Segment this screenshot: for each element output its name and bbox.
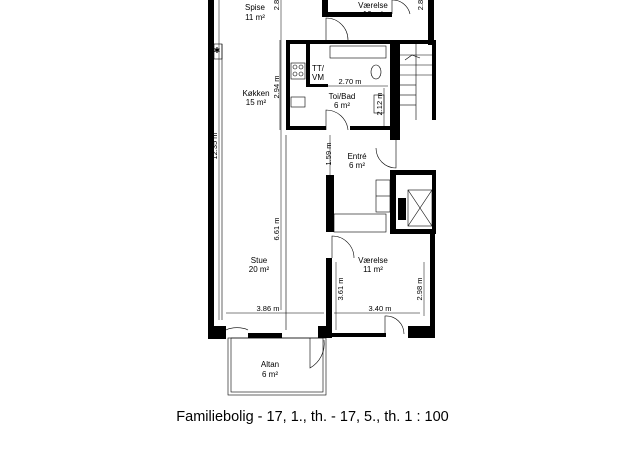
- room-stue-area: 20 m²: [249, 265, 270, 274]
- room-toibad-name: Toi/Bad: [329, 92, 356, 101]
- room-entre-area: 6 m²: [349, 161, 365, 170]
- room-vaerelse-bottom-name: Værelse: [358, 256, 388, 265]
- wall-lower-left: [326, 258, 332, 338]
- staircase: [400, 44, 432, 120]
- wall-corner-block: [208, 326, 226, 339]
- wall-bottom-right: [326, 333, 386, 337]
- plan-caption: Familiebolig - 17, 1., th. - 17, 5., th.…: [176, 409, 449, 425]
- dim-room-left-height: 3.61 m: [336, 278, 345, 301]
- wall-stair-top: [396, 40, 436, 44]
- wall-left-exterior: [208, 0, 214, 338]
- room-stue-name: Stue: [251, 256, 268, 265]
- dim-entre-height: 1.59 m: [324, 143, 333, 166]
- room-vaerelse-top-area: 10 m²: [363, 10, 384, 19]
- wall-bath-top: [286, 40, 396, 44]
- window-arc-left: [225, 327, 249, 331]
- room-spise-area: 11 m²: [245, 13, 265, 22]
- wall-bath-left: [286, 40, 290, 130]
- wall-top-room-left: [322, 0, 328, 16]
- entre-door-swing: [375, 140, 397, 169]
- window-arc-right: [384, 315, 405, 335]
- room-kokken-area: 15 m²: [246, 98, 267, 107]
- dim-stue-width: 3.86 m: [257, 304, 280, 313]
- wall-top-room-right: [428, 0, 434, 45]
- room-vaerelse-bottom-area: 11 m²: [363, 265, 383, 274]
- wall-tt-bottom: [306, 84, 328, 87]
- dim-room-width: 3.40 m: [369, 304, 392, 313]
- light-fixture-icon: ✱: [214, 46, 221, 55]
- room-altan-name: Altan: [261, 360, 279, 369]
- room-entre-name: Entré: [347, 152, 367, 161]
- dim-room-right-height: 2.98 m: [415, 278, 424, 301]
- wall-shaft-right: [432, 170, 436, 234]
- top-door-swing: [325, 17, 349, 41]
- room-ttvm-line2: VM: [312, 73, 324, 82]
- wardrobe: [333, 213, 387, 233]
- room-toibad-area: 6 m²: [334, 101, 350, 110]
- dim-top-partial-left: 2.8: [272, 0, 281, 10]
- top-room-door: [391, 0, 411, 15]
- wall-bottom-segment: [248, 333, 282, 338]
- wall-entre-right-top: [390, 170, 436, 175]
- room-vaerelse-top-name: Værelse: [358, 1, 388, 10]
- kitchen-sink: [290, 96, 306, 108]
- burner-3: [292, 71, 298, 77]
- wall-stair-right: [432, 40, 436, 120]
- wall-bath-right: [390, 40, 396, 140]
- wall-bottom-right-block: [408, 326, 433, 338]
- room-kokken-name: Køkken: [242, 89, 269, 98]
- wall-stair-left: [396, 40, 400, 140]
- dim-bath-width: 2.70 m: [339, 77, 362, 86]
- burner-2: [298, 64, 304, 70]
- wall-bath-bottom: [286, 126, 326, 130]
- dim-bath-height: 2.12 m: [375, 93, 384, 116]
- wall-column: [398, 198, 406, 220]
- dim-total-length: 12.35 m: [210, 132, 219, 159]
- wall-lower-room-top: [390, 229, 435, 234]
- balcony-door-swing: [309, 338, 325, 369]
- dim-kitchen-height: 2.94 m: [272, 76, 281, 99]
- kitchen-column: [213, 43, 223, 60]
- dim-stue-height: 6.61 m: [272, 218, 281, 241]
- stove: [290, 62, 306, 80]
- toilet: [370, 64, 382, 80]
- wall-entre-right: [390, 170, 396, 234]
- dim-top-partial-right: 2.8: [416, 0, 425, 10]
- lower-room-door: [331, 235, 355, 259]
- room-ttvm-line1: TT/: [312, 64, 325, 73]
- wall-top-room-bottom: [322, 12, 392, 17]
- wall-entre-divider: [326, 175, 334, 232]
- bathtub: [329, 45, 387, 59]
- room-spise-name: Spise: [245, 3, 266, 12]
- wall-bath-bottom-right: [350, 126, 394, 130]
- room-altan-area: 6 m²: [262, 370, 278, 379]
- shaft: [407, 189, 433, 227]
- burner-4: [298, 71, 304, 77]
- burner-1: [292, 64, 298, 70]
- wall-tt-divider: [306, 44, 310, 86]
- balcony-inner: [230, 337, 324, 393]
- wall-right-lower: [430, 230, 435, 338]
- bath-door-swing: [325, 109, 349, 131]
